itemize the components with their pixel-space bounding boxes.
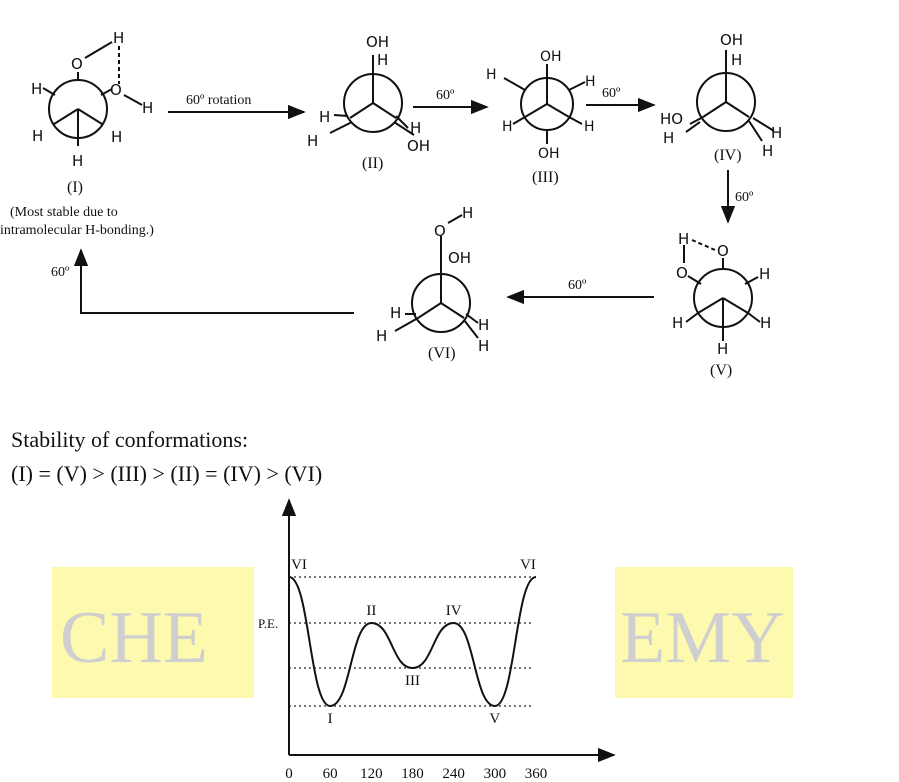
atom-label: H [142, 99, 153, 117]
atom-label: H [376, 327, 387, 345]
conformation-label-iii: (III) [532, 169, 559, 186]
atom-label: O [71, 55, 83, 73]
curve-point-label: VI [291, 557, 307, 573]
curve-point-label: V [489, 711, 500, 727]
atom-label: H [478, 316, 489, 334]
conformation-label-v: (V) [710, 362, 732, 379]
atom-label: H [307, 132, 318, 150]
x-tick-label: 360 [525, 766, 548, 782]
conformation-i [42, 41, 143, 146]
stability-note-line1: (Most stable due to [10, 205, 118, 220]
atom-label: H [319, 108, 330, 126]
atom-label: O [110, 81, 122, 99]
atom-label: H [585, 74, 596, 90]
x-tick-label: 240 [442, 766, 465, 782]
atom-label: H [771, 124, 782, 142]
curve-point-label: III [405, 673, 420, 689]
watermark-text-right: EMY [620, 597, 784, 679]
watermark-text-left: CHE [60, 597, 208, 679]
conformation-v [683, 239, 761, 341]
atom-label: H [462, 204, 473, 222]
rotation-arrow-6-label: 60º [51, 265, 70, 280]
watermark-box-right [615, 567, 793, 698]
atom-label: H [113, 29, 124, 47]
rotation-arrow-6 [73, 248, 354, 314]
conformation-vi [394, 214, 479, 339]
x-tick-label: 60 [323, 766, 338, 782]
watermark: CHE EMY [52, 567, 793, 698]
atom-label: OH [448, 249, 471, 267]
atom-label: O [676, 264, 688, 282]
atom-label: OH [720, 31, 743, 49]
atom-label: H [672, 314, 683, 332]
atom-label: H [584, 119, 595, 135]
x-tick-label: 300 [484, 766, 507, 782]
curve-point-label: VI [520, 557, 536, 573]
conformation-iv [685, 50, 775, 142]
rotation-arrow-4-label: 60º [735, 190, 754, 205]
energy-curve [288, 576, 537, 708]
atom-label: HO [660, 110, 683, 128]
atom-label: H [731, 51, 742, 69]
atom-label: H [663, 129, 674, 147]
stability-heading: Stability of conformations: [11, 427, 249, 452]
atom-label: H [390, 304, 401, 322]
y-axis-label: P.E. [258, 616, 278, 631]
atom-label: H [678, 230, 689, 248]
stability-note-line2: intramolecular H-bonding.) [0, 223, 154, 238]
curve-point-label: I [328, 711, 333, 727]
atom-label: OH [540, 49, 562, 65]
conformation-label-iv: (IV) [714, 147, 742, 164]
rotation-arrow-3-label: 60º [602, 86, 621, 101]
stability-order: (I) = (V) > (III) > (II) = (IV) > (VI) [11, 461, 323, 486]
conformation-label-vi: (VI) [428, 345, 456, 362]
x-tick-label: 120 [360, 766, 383, 782]
atom-label: H [410, 119, 421, 137]
atom-label: H [760, 314, 771, 332]
conformation-ii [329, 55, 415, 136]
x-tick-label: 180 [401, 766, 424, 782]
atom-label: H [377, 51, 388, 69]
atom-label: H [111, 128, 122, 146]
rotation-arrow-5-label: 60º [568, 278, 587, 293]
curve-point-label: II [366, 603, 376, 619]
atom-label: O [717, 242, 729, 260]
curve-point-label: IV [446, 603, 462, 619]
atom-label: H [486, 67, 497, 83]
atom-label: H [502, 119, 513, 135]
atom-label: O [434, 222, 446, 240]
atom-label: H [762, 142, 773, 160]
rotation-arrow-2-label: 60º [436, 88, 455, 103]
atom-label: H [478, 337, 489, 355]
atom-label: H [32, 127, 43, 145]
atom-label: OH [538, 146, 560, 162]
x-tick-label: 0 [285, 766, 293, 782]
atom-label: H [717, 340, 728, 358]
conformation-label-i: (I) [67, 179, 83, 196]
conformation-label-ii: (II) [362, 155, 383, 172]
atom-label: H [759, 265, 770, 283]
rotation-arrow-1-label: 60º rotation [186, 93, 251, 108]
atom-label: H [72, 152, 83, 170]
atom-label: OH [366, 33, 389, 51]
atom-label: OH [407, 137, 430, 155]
watermark-box-left [52, 567, 254, 698]
atom-label: H [31, 80, 42, 98]
conformation-iii [503, 64, 586, 144]
